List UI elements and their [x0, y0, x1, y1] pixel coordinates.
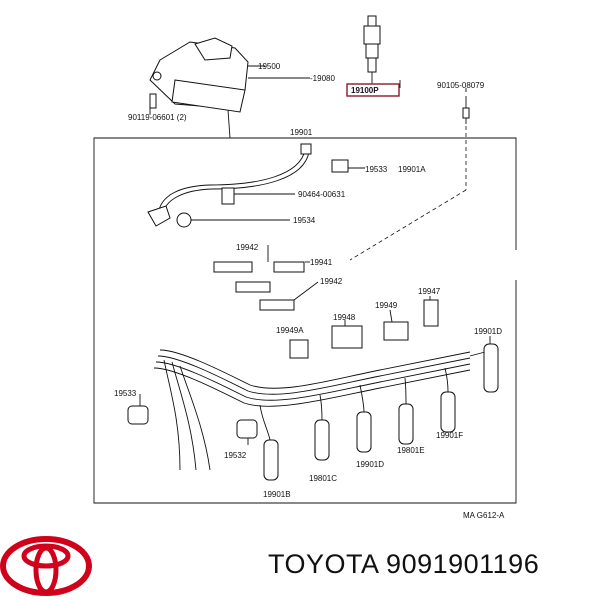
brand-part-number: TOYOTA 9091901196: [268, 549, 539, 580]
label-19100P: 19100P: [351, 86, 379, 95]
leader-lines: [139, 80, 491, 445]
bolt-icon: [349, 96, 470, 261]
label-19947: 19947: [418, 287, 441, 296]
label-19942-b: 19942: [320, 277, 343, 286]
label-19801E: 19801E: [397, 446, 425, 455]
label-90464-00631: 90464-00631: [298, 190, 346, 199]
label-19080: -19080: [310, 74, 335, 83]
label-19901A: 19901A: [398, 165, 426, 174]
label-19901D: 19901D: [474, 327, 502, 336]
label-19533-b: 19533: [114, 389, 137, 398]
label-19533: 19533: [365, 165, 388, 174]
label-19949A: 19949A: [276, 326, 304, 335]
label-19901B: 19901B: [263, 490, 291, 499]
label-19948: 19948: [333, 313, 356, 322]
label-19941: 19941: [310, 258, 333, 267]
plug-boot-icon: [127, 343, 499, 481]
spark-plug-icon: [363, 15, 381, 84]
part-labels: 19500 -19080 19100P 90119-06601 (2) 9010…: [114, 62, 505, 520]
wire-separator-icon: [213, 261, 439, 359]
label-19901: 19901: [290, 128, 313, 137]
label-19801C: 19801C: [309, 474, 337, 483]
coil-wire-icon: [147, 143, 365, 228]
ignition-coil-icon: [149, 37, 310, 139]
part-highlight-box: [346, 83, 400, 97]
diagram-frame: [93, 137, 517, 504]
label-19949: 19949: [375, 301, 398, 310]
label-19532: 19532: [224, 451, 247, 460]
label-19942-a: 19942: [236, 243, 259, 252]
label-19534: 19534: [293, 216, 316, 225]
part-number: 9091901196: [386, 549, 540, 579]
brand-name: TOYOTA: [268, 549, 379, 579]
toyota-logo-icon: [0, 536, 92, 596]
label-19500: 19500: [258, 62, 281, 71]
label-19901F: 19901F: [436, 431, 463, 440]
ignition-wires-icon: [153, 349, 486, 471]
diagram-code: MA G612-A: [463, 511, 505, 520]
label-19901D-2: 19901D: [356, 460, 384, 469]
label-90105-08079: 90105-08079: [437, 81, 485, 90]
label-90119-06601: 90119-06601 (2): [128, 113, 187, 122]
